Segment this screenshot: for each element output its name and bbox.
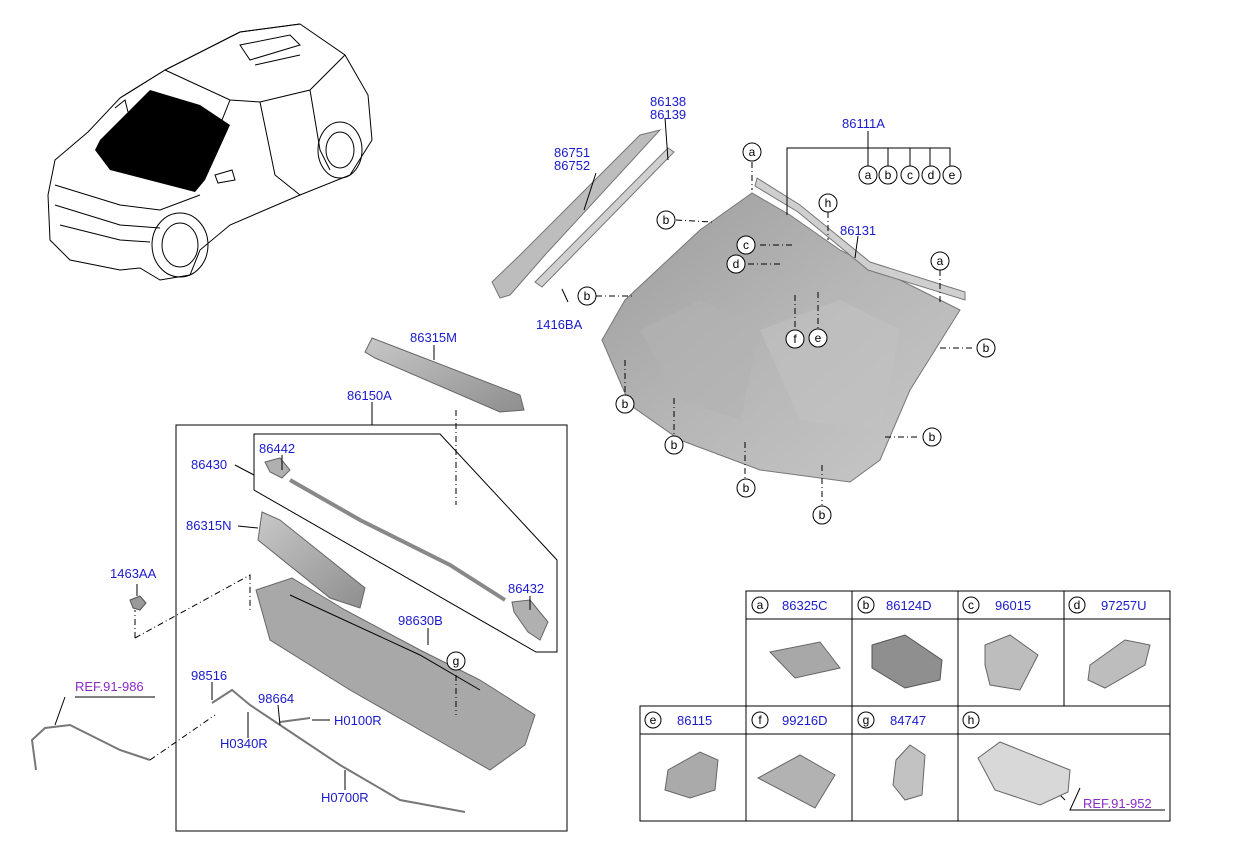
pillar-trim-86751: [491, 129, 662, 299]
callout-b: b: [743, 481, 750, 495]
legend-part-b[interactable]: 86124D: [886, 598, 932, 613]
cowl-cover-86315N: [257, 511, 366, 609]
label-98630B[interactable]: 98630B: [398, 613, 443, 628]
legend-image-86124D: [871, 634, 943, 689]
label-86442[interactable]: 86442: [259, 441, 295, 456]
legend-image-h: [977, 741, 1071, 806]
label-86430[interactable]: 86430: [191, 457, 227, 472]
label-98516[interactable]: 98516: [191, 668, 227, 683]
callout-d: d: [733, 257, 740, 271]
label-1416BA[interactable]: 1416BA: [536, 317, 583, 332]
legend-letter-e: e: [650, 713, 657, 727]
clip-1463AA: [129, 595, 147, 611]
legend-part-c[interactable]: 96015: [995, 598, 1031, 613]
callout-c: c: [907, 168, 913, 182]
legend-letter-f: f: [758, 713, 762, 727]
label-86315N[interactable]: 86315N: [186, 518, 232, 533]
legend-letter-g: g: [863, 713, 870, 727]
part-labels: 86138 86139 86751 86752 86111A 86131 141…: [75, 94, 1152, 811]
legend-letter-c: c: [968, 598, 974, 612]
sub-assembly-box-86430: [253, 433, 558, 653]
seal-strip-86442: [289, 478, 507, 602]
callout-c: c: [743, 238, 749, 252]
callout-g: g: [453, 654, 460, 668]
callout-e: e: [949, 168, 956, 182]
label-86751[interactable]: 86751: [554, 145, 590, 160]
callout-b: b: [983, 341, 990, 355]
legend-letter-h: h: [968, 713, 975, 727]
legend-letter-d: d: [1074, 598, 1081, 612]
ref-91-952[interactable]: REF.91-952: [1083, 796, 1152, 811]
cowl-panel: [255, 577, 536, 771]
cowl-top-86315M: [364, 337, 525, 413]
legend-part-f[interactable]: 99216D: [782, 713, 828, 728]
legend-part-g[interactable]: 84747: [890, 713, 926, 728]
label-H0340R[interactable]: H0340R: [220, 736, 268, 751]
legend-table: a 86325C b 86124D c 96015 d 97257U e 861…: [639, 590, 1171, 822]
label-86139[interactable]: 86139: [650, 107, 686, 122]
label-86150A[interactable]: 86150A: [347, 388, 392, 403]
callout-b: b: [622, 397, 629, 411]
legend-part-d[interactable]: 97257U: [1101, 598, 1147, 613]
label-86432[interactable]: 86432: [508, 581, 544, 596]
label-98664[interactable]: 98664: [258, 691, 294, 706]
ref-hose: [30, 723, 151, 771]
dash-lines: [134, 162, 975, 761]
windshield-highlight: [95, 90, 230, 192]
leader-lines: [54, 117, 1165, 811]
label-H0100R[interactable]: H0100R: [334, 713, 382, 728]
label-1463AA[interactable]: 1463AA: [110, 566, 157, 581]
ref-91-986[interactable]: REF.91-986: [75, 679, 144, 694]
legend-letter-b: b: [863, 598, 870, 612]
vehicle-illustration: [47, 23, 373, 281]
callout-b: b: [885, 168, 892, 182]
legend-image-86115: [664, 751, 719, 799]
legend-image-97257U: [1087, 639, 1151, 689]
callouts: a h b c d a b f e b b b b b b g a b: [446, 142, 996, 671]
windshield-glass: [601, 192, 961, 483]
bracket-86442: [264, 457, 291, 479]
label-H0700R[interactable]: H0700R: [321, 790, 369, 805]
callout-b: b: [819, 508, 826, 522]
label-86752[interactable]: 86752: [554, 158, 590, 173]
callout-b: b: [663, 213, 670, 227]
callout-d: d: [928, 168, 935, 182]
callout-b: b: [929, 430, 936, 444]
callout-a: a: [865, 168, 872, 182]
callout-f: f: [793, 332, 797, 346]
legend-letter-a: a: [757, 598, 764, 612]
legend-image-96015: [984, 634, 1039, 691]
moulding-86131: [754, 177, 966, 301]
callout-a: a: [749, 145, 756, 159]
legend-part-e[interactable]: 86115: [677, 713, 712, 728]
label-86315M[interactable]: 86315M: [410, 330, 457, 345]
label-86131[interactable]: 86131: [840, 223, 876, 238]
callout-b: b: [671, 438, 678, 452]
callout-a: a: [937, 254, 944, 268]
callout-h: h: [825, 196, 832, 210]
legend-image-99216D: [756, 754, 836, 809]
legend-image-86325C: [769, 641, 841, 679]
legend-image-84747: [892, 744, 926, 801]
label-86138[interactable]: 86138: [650, 94, 686, 109]
callout-b: b: [584, 289, 591, 303]
strip-86138: [534, 147, 675, 288]
callout-e: e: [815, 331, 822, 345]
legend-part-a[interactable]: 86325C: [782, 598, 828, 613]
label-86111A[interactable]: 86111A: [842, 116, 885, 131]
